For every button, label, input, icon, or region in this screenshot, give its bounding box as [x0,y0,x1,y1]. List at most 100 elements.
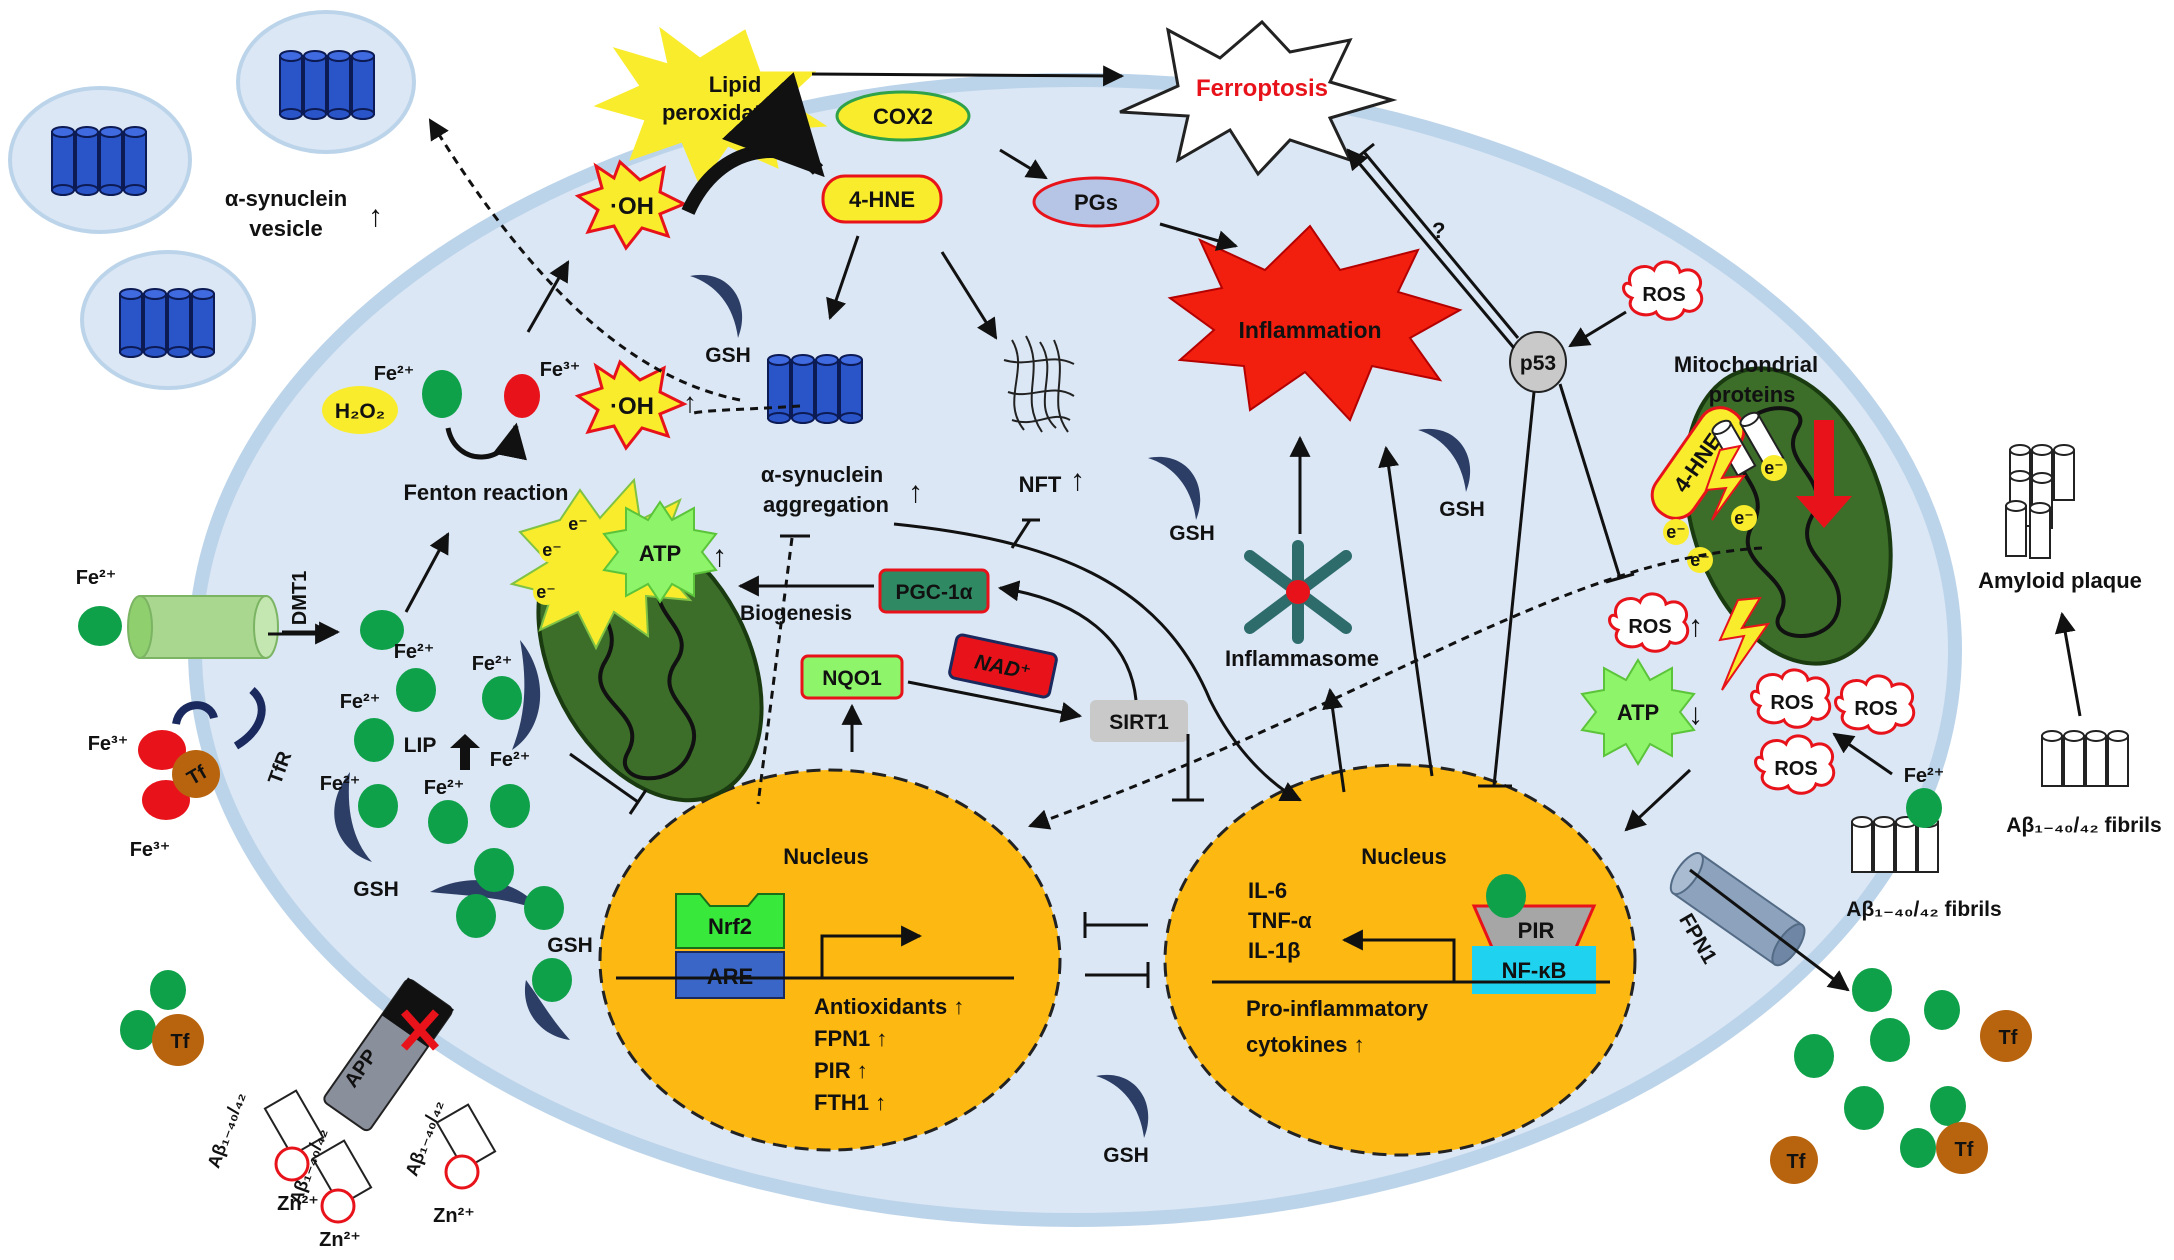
nucleus-nrf2 [598,768,1062,1152]
fenton-label: Fenton reaction [403,480,568,505]
svg-text:e⁻: e⁻ [1734,508,1754,528]
cox2-label: COX2 [873,104,933,129]
synuclein-aggregation-up-arrow: ↑ [908,476,923,509]
ros-cloud-right2: ROS [1834,674,1916,735]
cox2-node [835,90,971,142]
tf-bottom-right-1: Tf [1980,1010,2032,1062]
synuclein-vesicle-bottom [80,250,256,390]
amyloid-plaque-icon [2005,444,2075,559]
abeta-fibrils-right [2041,730,2129,787]
svg-text:Fe²⁺: Fe²⁺ [320,773,361,795]
p53-label: p53 [1520,352,1556,375]
electrons-left: e⁻ e⁻ e⁻ [533,511,591,605]
electrons-right: e⁻ e⁻ e⁻ e⁻ [1663,455,1787,573]
svg-text:e⁻: e⁻ [542,540,562,560]
gsh-label-lower: GSH [547,934,593,957]
gsh-label-center: GSH [705,344,751,367]
pro-inflammatory-label-line2: cytokines ↑ [1246,1032,1365,1057]
nft-up-arrow: ↑ [1070,464,1085,497]
h2o2-blob [322,386,398,434]
synuclein-vesicle-left [8,86,192,234]
fenton-fe2-iron [422,370,462,418]
svg-text:Tf: Tf [1955,1139,1974,1161]
nqo1-box [800,654,904,700]
dmt1-label: DMT1 [289,571,311,625]
nuclei-mutual-inhibition [1083,912,1150,988]
tf-bottom-right-2: Tf [1936,1122,1988,1174]
antioxidants-label: Antioxidants ↑ [814,994,964,1019]
fenton-cycle-arrow [445,422,527,461]
lipid-to-hne-arrow [681,72,825,216]
nfkb-label: NF-κB [1502,958,1567,983]
fe3-iron-top [138,730,186,770]
synuclein-vesicle-label-line2: vesicle [249,216,322,241]
mito-proteins-label-line2: proteins [1709,382,1796,407]
svg-text:Fe²⁺: Fe²⁺ [340,691,381,713]
pir-label: PIR [1518,918,1555,943]
synuclein-aggregation-label-line1: α-synuclein [761,462,883,487]
lip-fe2-labels: Fe²⁺ Fe²⁺ Fe²⁺ Fe²⁺ Fe²⁺ Fe²⁺ [320,641,531,799]
abeta-fibrils-center-label: Aβ₁₋₄₀/₄₂ fibrils [1846,898,2001,921]
pgs-label: PGs [1074,190,1118,215]
svg-text:Zn²⁺: Zn²⁺ [277,1193,319,1215]
nrf2-label: Nrf2 [708,914,752,939]
app-protein [323,977,454,1132]
inflammasome [1244,540,1352,644]
tnfa-label: TNF-α [1248,908,1312,933]
svg-text:Fe²⁺: Fe²⁺ [424,777,465,799]
lipid-peroxidation-label-line2: peroxidation [662,100,794,125]
lightning-upper [1704,444,1747,521]
ros-cloud-right1: ROS [1750,668,1832,729]
nfkb-transcription-arrow [1341,929,1456,982]
inflammation-burst [1167,224,1463,422]
svg-text:ROS: ROS [1854,698,1897,720]
amyloid-plaque-label: Amyloid plaque [1978,568,2142,593]
inflammasome-label: Inflammasome [1225,646,1379,671]
svg-text:Fe²⁺: Fe²⁺ [394,641,435,663]
red-down-arrow [1796,420,1852,528]
gsh-crescents [334,274,1471,1138]
nrf2-box [675,893,785,949]
fenton-fe3-label: Fe³⁺ [540,359,581,381]
fe3-label-bottom: Fe³⁺ [130,839,171,861]
svg-text:Aβ₁₋₄₀/₄₂: Aβ₁₋₄₀/₄₂ [401,1097,447,1178]
nfkb-box [1472,946,1596,994]
p53-node [1509,331,1567,393]
il1b-label: IL-1β [1248,938,1301,963]
svg-text:ROS: ROS [1774,758,1817,780]
atp-burst-right: ATP [1580,658,1696,766]
ros-cloud-top: ROS [1622,260,1704,321]
fe2-outside-iron [78,606,122,646]
pathway-arrows [268,65,2082,992]
p53-question-mark: ? [1432,218,1445,243]
oh-up-arrow: ↑ [683,387,697,418]
h2o2-label: H₂O₂ [335,400,385,423]
synuclein-aggregate [768,355,862,423]
fe3-label-top: Fe³⁺ [88,733,129,755]
svg-text:Fe²⁺: Fe²⁺ [490,749,531,771]
svg-text:Aβ₁₋₄₀/₄₂: Aβ₁₋₄₀/₄₂ [203,1089,249,1170]
pir-up-label: PIR ↑ [814,1058,868,1083]
app-block-x [401,1009,439,1051]
nucleus-nrf2-title: Nucleus [783,844,869,869]
svg-text:ATP: ATP [639,541,681,566]
ros-cloud-mid: ROS [1608,592,1690,653]
dmt1-transporter [127,595,279,659]
ferroptosis-label: Ferroptosis [1196,75,1328,102]
nft-label: NFT [1019,472,1062,497]
svg-text:e⁻: e⁻ [1764,458,1784,478]
svg-text:ROS: ROS [1642,284,1685,306]
synuclein-vesicle-top [236,10,416,154]
are-box [675,951,785,999]
pgc1a-label: PGC-1α [895,581,972,604]
synuclein-aggregation-label-line2: aggregation [763,492,889,517]
svg-text:·OH: ·OH [610,193,654,220]
pir-iron [1486,874,1526,918]
fenton-fe3-iron [504,374,540,418]
tf-bound [172,750,220,798]
inflammation-label: Inflammation [1238,317,1381,343]
fth1-up-label: FTH1 ↑ [814,1090,886,1115]
abeta-zn-group-3: Aβ₁₋₄₀/₄₂ Zn²⁺ [401,1097,497,1227]
